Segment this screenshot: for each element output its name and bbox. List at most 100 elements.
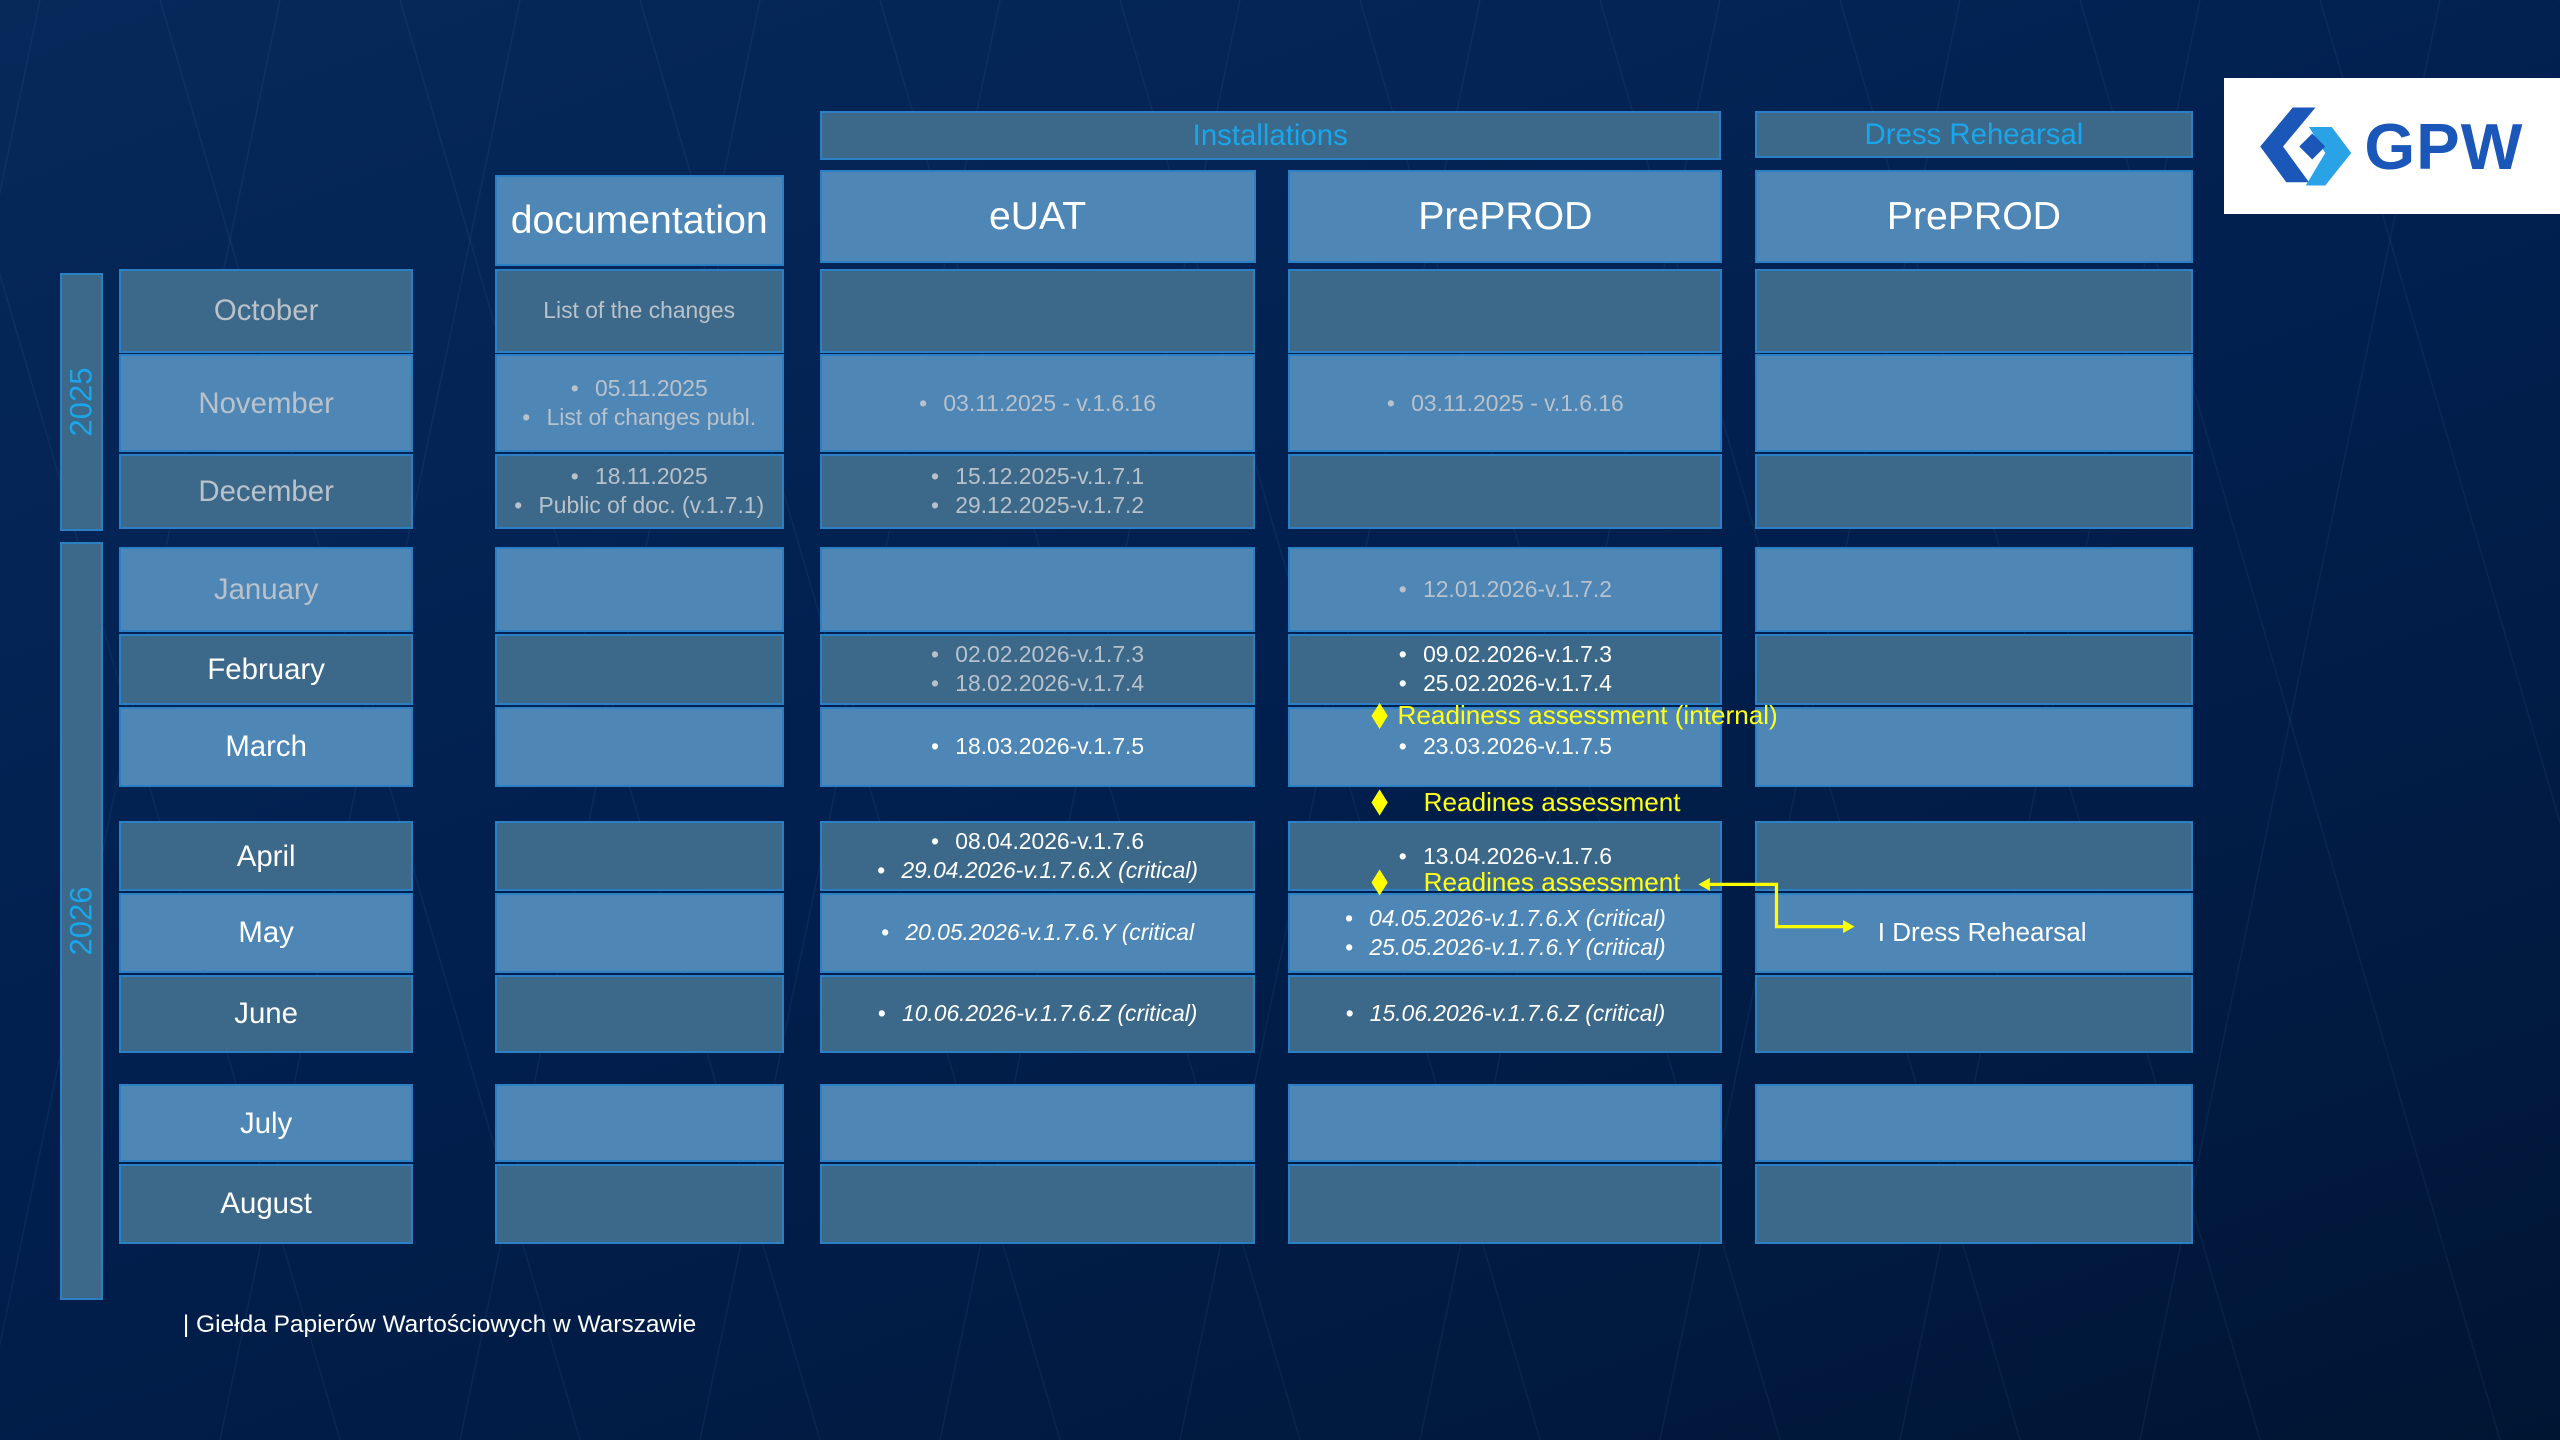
- column-header-preprod: PrePROD: [1288, 169, 1723, 263]
- logo-text: GPW: [2364, 109, 2524, 183]
- list-item: 18.03.2026-v.1.7.5: [931, 732, 1144, 761]
- milestone-readiness-internal: Readiness assessment (internal): [1371, 700, 1778, 731]
- list-item: 12.01.2026-v.1.7.2: [1399, 575, 1612, 604]
- euat-cell-may: 20.05.2026-v.1.7.6.Y (critical: [819, 893, 1256, 974]
- column-header-dress-preprod: PrePROD: [1755, 169, 2193, 263]
- list-item: 15.06.2026-v.1.7.6.Z (critical): [1345, 999, 1665, 1028]
- dress-cell-may: I Dress Rehearsal: [1755, 893, 2193, 974]
- euat-cell-july: [819, 1084, 1256, 1163]
- euat-cell-february: 02.02.2026-v.1.7.318.02.2026-v.1.7.4: [819, 633, 1256, 706]
- doc-cell-november: 05.11.2025List of changes publ.: [494, 354, 784, 453]
- preprod-cell-february: 09.02.2026-v.1.7.325.02.2026-v.1.7.4: [1288, 633, 1723, 706]
- preprod-cell-june: 15.06.2026-v.1.7.6.Z (critical): [1288, 974, 1723, 1054]
- dress-cell-march: [1755, 707, 2193, 787]
- list-item: 13.04.2026-v.1.7.6: [1399, 842, 1612, 871]
- month-august: August: [119, 1164, 414, 1245]
- month-january: January: [119, 547, 414, 632]
- dress-cell-february: [1755, 633, 2193, 706]
- doc-cell-july: [494, 1084, 784, 1163]
- preprod-cell-december: [1288, 453, 1723, 529]
- gpw-logo: GPW: [2223, 78, 2560, 214]
- preprod-cell-november: 03.11.2025 - v.1.6.16: [1288, 354, 1723, 453]
- list-item: 09.02.2026-v.1.7.3: [1399, 640, 1612, 669]
- euat-cell-january: [819, 547, 1256, 632]
- preprod-cell-july: [1288, 1084, 1723, 1163]
- list-item: 25.02.2026-v.1.7.4: [1399, 669, 1612, 698]
- milestone-label: Readines assessment: [1423, 866, 1681, 897]
- list-item: 25.05.2026-v.1.7.6.Y (critical): [1345, 933, 1665, 962]
- month-july: July: [119, 1084, 414, 1163]
- diamond-icon: [1371, 702, 1388, 729]
- list-item: 20.05.2026-v.1.7.6.Y (critical: [881, 918, 1194, 947]
- preprod-cell-january: 12.01.2026-v.1.7.2: [1288, 547, 1723, 632]
- euat-cell-april: 08.04.2026-v.1.7.629.04.2026-v.1.7.6.X (…: [819, 821, 1256, 892]
- preprod-cell-august: [1288, 1164, 1723, 1245]
- list-item: 29.12.2025-v.1.7.2: [931, 491, 1144, 520]
- doc-cell-january: [494, 547, 784, 632]
- list-item: 02.02.2026-v.1.7.3: [931, 640, 1144, 669]
- milestone-readiness-1: Readines assessment: [1371, 787, 1681, 818]
- euat-cell-november: 03.11.2025 - v.1.6.16: [819, 354, 1256, 453]
- list-item: 23.03.2026-v.1.7.5: [1399, 732, 1612, 761]
- list-item: 05.11.2025: [571, 374, 708, 403]
- list-item: 03.11.2025 - v.1.6.16: [1387, 389, 1624, 418]
- dress-cell-june: [1755, 974, 2193, 1054]
- doc-cell-december: 18.11.2025Public of doc. (v.1.7.1): [494, 453, 784, 529]
- euat-cell-august: [819, 1164, 1256, 1245]
- month-november: November: [119, 354, 414, 453]
- year-label-2026: 2026: [60, 542, 103, 1300]
- month-december: December: [119, 453, 414, 529]
- doc-cell-april: [494, 821, 784, 892]
- list-item: Public of doc. (v.1.7.1): [514, 491, 765, 520]
- year-text: 2026: [63, 886, 99, 956]
- footer-text: | Giełda Papierów Wartościowych w Warsza…: [182, 1311, 697, 1339]
- month-june: June: [119, 974, 414, 1054]
- preprod-cell-october: [1288, 269, 1723, 353]
- milestone-label: Readiness assessment (internal): [1397, 700, 1778, 731]
- list-item: 03.11.2025 - v.1.6.16: [919, 389, 1156, 418]
- list-item: 29.04.2026-v.1.7.6.X (critical): [877, 856, 1198, 885]
- list-item: 18.02.2026-v.1.7.4: [931, 669, 1144, 698]
- list-item: 18.11.2025: [571, 462, 708, 491]
- doc-cell-august: [494, 1164, 784, 1245]
- column-header-documentation: documentation: [494, 174, 784, 267]
- euat-cell-june: 10.06.2026-v.1.7.6.Z (critical): [819, 974, 1256, 1054]
- installations-header: Installations: [819, 111, 1721, 160]
- dress-rehearsal-header: Dress Rehearsal: [1755, 111, 2193, 159]
- year-text: 2025: [63, 367, 99, 437]
- column-header-euat: eUAT: [819, 169, 1256, 263]
- doc-cell-february: [494, 633, 784, 706]
- year-label-2025: 2025: [60, 272, 103, 531]
- milestone-readiness-2: Readines assessment: [1371, 866, 1681, 898]
- dress-cell-july: [1755, 1084, 2193, 1163]
- doc-cell-may: [494, 893, 784, 974]
- list-item: 04.05.2026-v.1.7.6.X (critical): [1345, 904, 1666, 933]
- gpw-logo-mark-icon: [2260, 107, 2352, 186]
- month-march: March: [119, 707, 414, 787]
- preprod-cell-march: 23.03.2026-v.1.7.5: [1288, 707, 1723, 787]
- euat-cell-december: 15.12.2025-v.1.7.129.12.2025-v.1.7.2: [819, 453, 1256, 529]
- dress-cell-january: [1755, 547, 2193, 632]
- list-item: 15.12.2025-v.1.7.1: [931, 462, 1144, 491]
- dress-cell-april: [1755, 821, 2193, 892]
- euat-cell-october: [819, 269, 1256, 353]
- diamond-icon: [1371, 869, 1388, 896]
- month-october: October: [119, 269, 414, 353]
- dress-cell-december: [1755, 453, 2193, 529]
- list-item: List of changes publ.: [522, 403, 757, 432]
- preprod-cell-may: 04.05.2026-v.1.7.6.X (critical)25.05.202…: [1288, 893, 1723, 974]
- dress-cell-october: [1755, 269, 2193, 353]
- cell-text: I Dress Rehearsal: [1877, 917, 2087, 948]
- diamond-icon: [1371, 789, 1388, 816]
- month-april: April: [119, 821, 414, 892]
- connector-arrow-icon: [1698, 878, 1855, 934]
- dress-cell-november: [1755, 354, 2193, 453]
- month-may: May: [119, 893, 414, 974]
- background-line: [0, 0, 41, 196]
- preprod-cell-april: 13.04.2026-v.1.7.6: [1288, 821, 1723, 892]
- list-item: 10.06.2026-v.1.7.6.Z (critical): [878, 999, 1197, 1028]
- dress-cell-august: [1755, 1164, 2193, 1245]
- cell-text: List of the changes: [543, 297, 736, 324]
- doc-cell-june: [494, 974, 784, 1054]
